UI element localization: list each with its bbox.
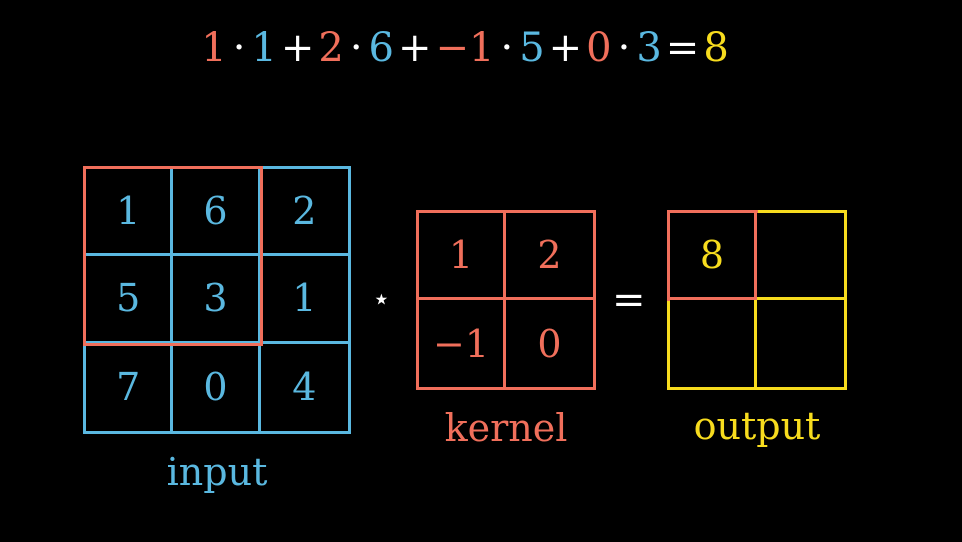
- input-cell: 7: [86, 343, 174, 431]
- eq-term-4-input: 3: [636, 25, 662, 71]
- eq-term-1-input: 1: [251, 25, 277, 71]
- input-cell: 0: [173, 343, 261, 431]
- eq-dot: ·: [500, 25, 514, 71]
- input-cell: 2: [260, 169, 348, 257]
- kernel-matrix: 1 2 −1 0: [416, 210, 596, 390]
- input-matrix: 1 6 2 5 3 1 7 0 4: [83, 166, 351, 434]
- output-cell-active: 8: [670, 213, 757, 300]
- input-cell: 4: [292, 365, 317, 410]
- eq-term-3-input: 5: [519, 25, 545, 71]
- input-cell: 3: [173, 256, 261, 344]
- eq-dot: ·: [349, 25, 363, 71]
- input-cell: 5: [86, 256, 174, 344]
- output-cell: [757, 213, 844, 300]
- eq-result: 8: [703, 25, 729, 71]
- kernel-cell: 1: [419, 213, 506, 300]
- kernel-cell: 2: [506, 213, 593, 300]
- eq-plus: +: [548, 25, 583, 71]
- convolution-operator: ⋆: [372, 282, 391, 317]
- input-cell: 1: [260, 256, 348, 344]
- output-label: output: [693, 404, 821, 448]
- eq-plus: +: [280, 25, 315, 71]
- eq-term-2-kernel: 2: [318, 25, 344, 71]
- kernel-cell: 0: [537, 321, 562, 366]
- eq-equals: =: [665, 25, 700, 71]
- equals-operator: =: [612, 277, 646, 323]
- input-cell: 6: [173, 169, 261, 257]
- eq-term-2-input: 6: [368, 25, 394, 71]
- eq-dot: ·: [617, 25, 631, 71]
- output-matrix: 8: [667, 210, 847, 390]
- output-cell: [757, 300, 844, 387]
- eq-term-1-kernel: 1: [201, 25, 227, 71]
- kernel-cell: −1: [419, 300, 506, 387]
- eq-term-3-kernel: −1: [435, 25, 495, 71]
- eq-term-4-kernel: 0: [586, 25, 612, 71]
- input-cell: 1: [86, 169, 174, 257]
- eq-plus: +: [398, 25, 432, 71]
- eq-dot: ·: [232, 25, 246, 71]
- dot-product-equation: 1·1+2·6+−1·5+0·3=8: [0, 22, 930, 74]
- output-cell: [670, 300, 757, 387]
- input-label: input: [166, 450, 268, 494]
- kernel-label: kernel: [444, 406, 568, 450]
